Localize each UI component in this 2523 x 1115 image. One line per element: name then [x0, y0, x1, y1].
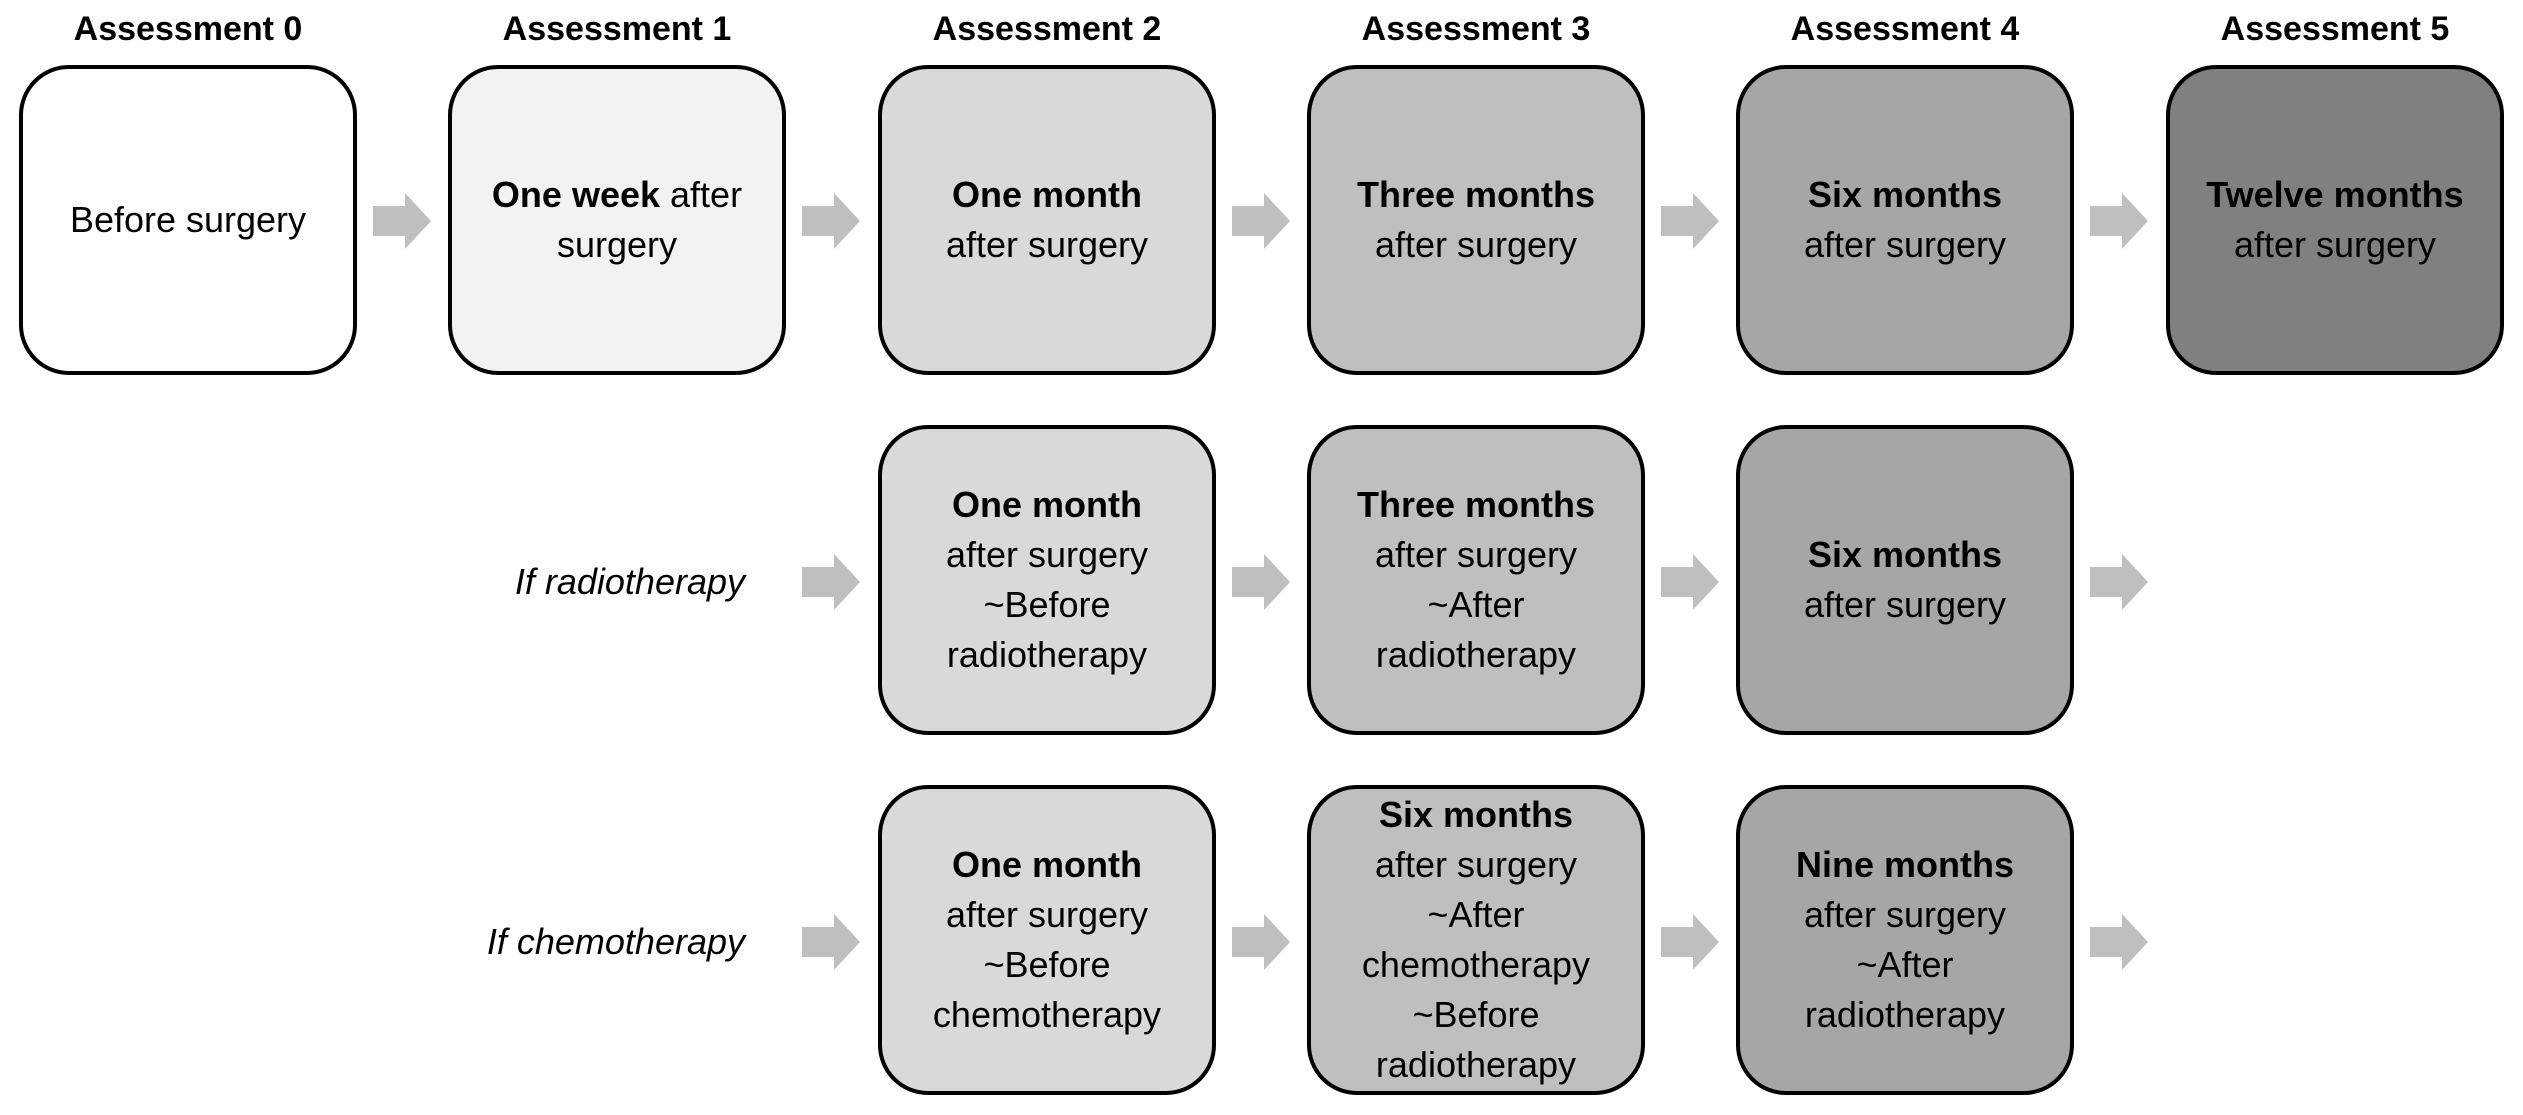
arrow-icon [1661, 554, 1719, 610]
header-assessment-3: Assessment 3 [1361, 10, 1591, 48]
box-line: after surgery [1803, 894, 2007, 935]
box-line: after surgery [1374, 844, 1578, 885]
box-line: surgery [556, 224, 678, 265]
arrow-icon [1232, 193, 1290, 249]
arrow-icon [2090, 193, 2148, 249]
arrow-icon [2090, 554, 2148, 610]
arrow-icon [1661, 914, 1719, 970]
box-assessment-2-one-month: One month after surgery [878, 65, 1216, 375]
box-line: chemotherapy [1361, 944, 1591, 985]
box-line: ~Before [983, 584, 1111, 625]
box-line: after surgery [1374, 534, 1578, 575]
header-assessment-4: Assessment 4 [1790, 10, 2020, 48]
box-line: after surgery [1374, 224, 1578, 265]
box-assessment-5-twelve-months: Twelve months after surgery [2166, 65, 2504, 375]
header-assessment-1: Assessment 1 [502, 10, 732, 48]
box-bold-text: Six months [1807, 534, 2003, 575]
arrow-icon [1661, 193, 1719, 249]
box-bold-text: One month [952, 484, 1142, 525]
box-bold-text: Three months [1356, 484, 1596, 525]
box-line: ~Before [983, 944, 1111, 985]
arrow-icon [2090, 914, 2148, 970]
box-line: ~Before [1412, 994, 1540, 1035]
box-bold-text: One month [952, 844, 1142, 885]
box-bold-text: Nine months [1795, 844, 2014, 885]
box-assessment-3-three-months: Three months after surgery [1307, 65, 1645, 375]
row-label-chemotherapy: If chemotherapy [486, 921, 745, 962]
box-bold-text: Twelve months [2206, 174, 2464, 215]
box-chemotherapy-one-month: One month after surgery ~Before chemothe… [878, 785, 1216, 1095]
box-line: radiotherapy [1804, 994, 2006, 1035]
box-text: after [660, 174, 743, 215]
arrow-icon [802, 914, 860, 970]
box-assessment-1-one-week: One week after surgery [448, 65, 786, 375]
box-line: after surgery [1803, 584, 2007, 625]
arrow-icon [373, 193, 431, 249]
box-bold-text: One month [952, 174, 1142, 215]
box-assessment-0-before-surgery: Before surgery [19, 65, 357, 375]
box-line: radiotherapy [1375, 1044, 1577, 1085]
box-line: after surgery [2233, 224, 2437, 265]
box-line: Before surgery [69, 199, 307, 240]
box-line: radiotherapy [1375, 634, 1577, 675]
header-assessment-2: Assessment 2 [932, 10, 1162, 48]
box-chemotherapy-nine-months: Nine months after surgery ~After radioth… [1736, 785, 2074, 1095]
arrow-icon [802, 554, 860, 610]
box-radiotherapy-three-months: Three months after surgery ~After radiot… [1307, 425, 1645, 735]
box-line: ~After [1427, 584, 1525, 625]
arrow-icon [802, 193, 860, 249]
box-bold-text: Six months [1807, 174, 2003, 215]
box-line: after surgery [945, 224, 1149, 265]
box-radiotherapy-six-months: Six months after surgery [1736, 425, 2074, 735]
box-line: after surgery [945, 894, 1149, 935]
box-radiotherapy-one-month: One month after surgery ~Before radiothe… [878, 425, 1216, 735]
header-assessment-0: Assessment 0 [73, 10, 303, 48]
box-bold-text: One week [491, 174, 661, 215]
box-assessment-4-six-months: Six months after surgery [1736, 65, 2074, 375]
arrow-icon [1232, 554, 1290, 610]
header-assessment-5: Assessment 5 [2220, 10, 2450, 48]
box-line: ~After [1856, 944, 1954, 985]
box-line: after surgery [1803, 224, 2007, 265]
box-line: chemotherapy [932, 994, 1162, 1035]
box-line: after surgery [945, 534, 1149, 575]
box-line: radiotherapy [946, 634, 1148, 675]
box-line: ~After [1427, 894, 1525, 935]
box-chemotherapy-six-months: Six months after surgery ~After chemothe… [1307, 785, 1645, 1095]
box-bold-text: Three months [1356, 174, 1596, 215]
box-bold-text: Six months [1378, 794, 1574, 835]
row-label-radiotherapy: If radiotherapy [514, 561, 745, 602]
arrow-icon [1232, 914, 1290, 970]
